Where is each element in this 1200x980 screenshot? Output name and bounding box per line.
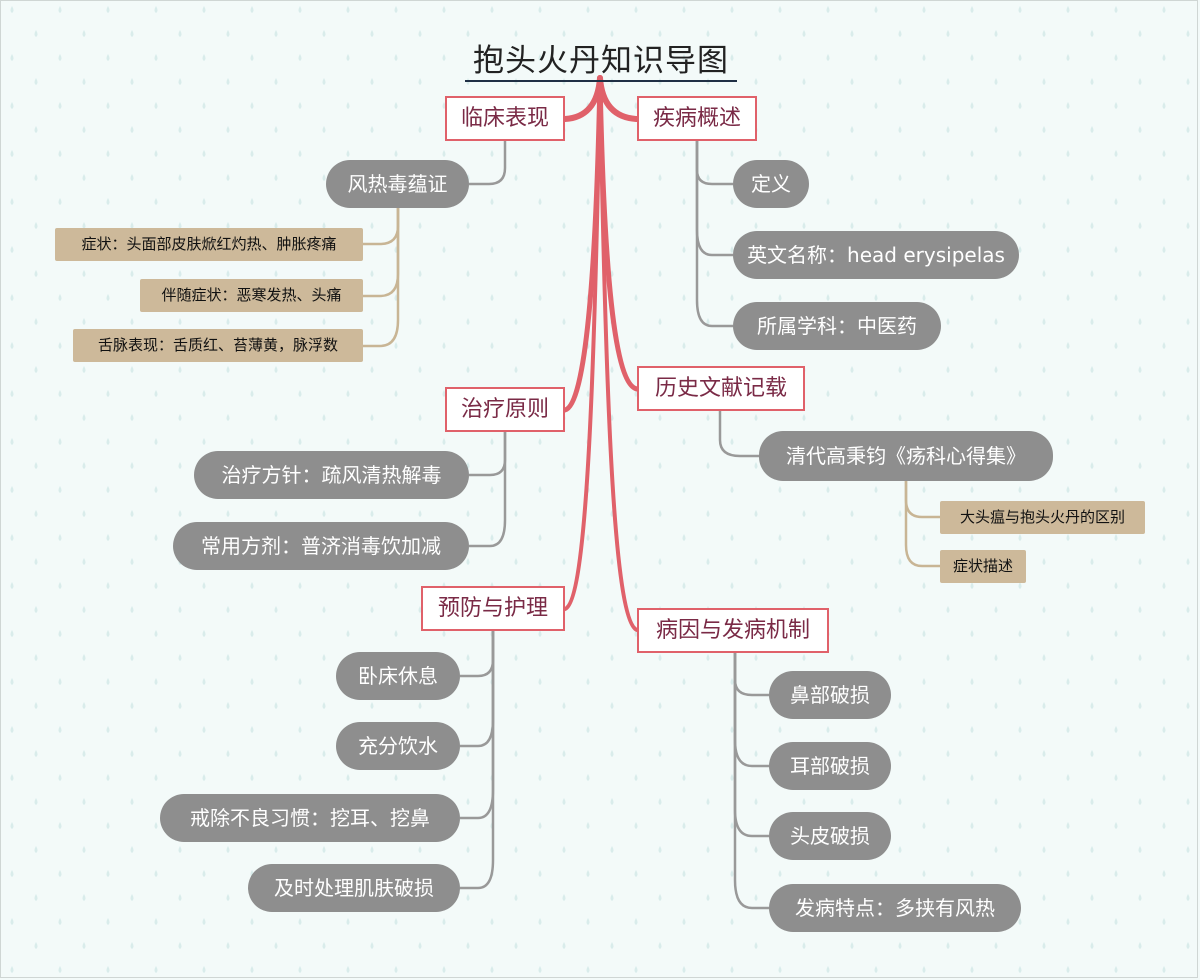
topic-drink-water[interactable]: 充分饮水 — [336, 722, 460, 770]
branch-overview[interactable]: 疾病概述 — [637, 96, 757, 141]
branch-prevention[interactable]: 预防与护理 — [421, 586, 565, 631]
topic-wind-heat-toxin[interactable]: 风热毒蕴证 — [326, 160, 469, 208]
detail-connectors — [363, 208, 940, 568]
topic-quit-bad-habits[interactable]: 戒除不良习惯：挖耳、挖鼻 — [160, 794, 460, 842]
trunk-link-cause — [598, 76, 639, 632]
topic-treatment-policy[interactable]: 治疗方针：疏风清热解毒 — [194, 451, 469, 499]
trunk-link-clinical — [562, 75, 603, 122]
detail-tongue-pulse[interactable]: 舌脉表现：舌质红、苔薄黄，脉浮数 — [73, 329, 363, 362]
branch-history[interactable]: 历史文献记载 — [637, 366, 805, 411]
trunk-link-overview — [597, 75, 640, 122]
topic-treat-skin-damage[interactable]: 及时处理肌肤破损 — [248, 864, 460, 912]
branch-treatment[interactable]: 治疗原则 — [445, 387, 565, 432]
branch-clinical[interactable]: 临床表现 — [445, 96, 565, 141]
topic-discipline[interactable]: 所属学科：中医药 — [733, 302, 941, 350]
trunk-connectors — [562, 75, 640, 632]
topic-nose-damage[interactable]: 鼻部破损 — [769, 671, 891, 719]
detail-accompanying-symptoms[interactable]: 伴随症状：恶寒发热、头痛 — [140, 279, 363, 312]
topic-english-name[interactable]: 英文名称：head erysipelas — [733, 231, 1019, 279]
topic-scalp-damage[interactable]: 头皮破损 — [769, 812, 891, 860]
detail-symptom-description[interactable]: 症状描述 — [940, 550, 1026, 583]
topic-qing-dynasty-text[interactable]: 清代高秉钧《疡科心得集》 — [759, 431, 1053, 481]
branch-cause[interactable]: 病因与发病机制 — [637, 608, 829, 653]
detail-symptoms[interactable]: 症状：头面部皮肤焮红灼热、肿胀疼痛 — [55, 228, 363, 261]
topic-onset-feature[interactable]: 发病特点：多挟有风热 — [769, 884, 1021, 932]
topic-definition[interactable]: 定义 — [733, 160, 809, 208]
mindmap-title: 抱头火丹知识导图 — [473, 43, 729, 79]
topic-ear-damage[interactable]: 耳部破损 — [769, 742, 891, 790]
topic-common-formula[interactable]: 常用方剂：普济消毒饮加减 — [173, 522, 469, 570]
trunk-link-prevention — [563, 76, 602, 611]
topic-bed-rest[interactable]: 卧床休息 — [336, 652, 460, 700]
detail-distinction[interactable]: 大头瘟与抱头火丹的区别 — [940, 501, 1145, 534]
title-underline — [465, 80, 737, 82]
topic-connectors — [460, 141, 769, 910]
